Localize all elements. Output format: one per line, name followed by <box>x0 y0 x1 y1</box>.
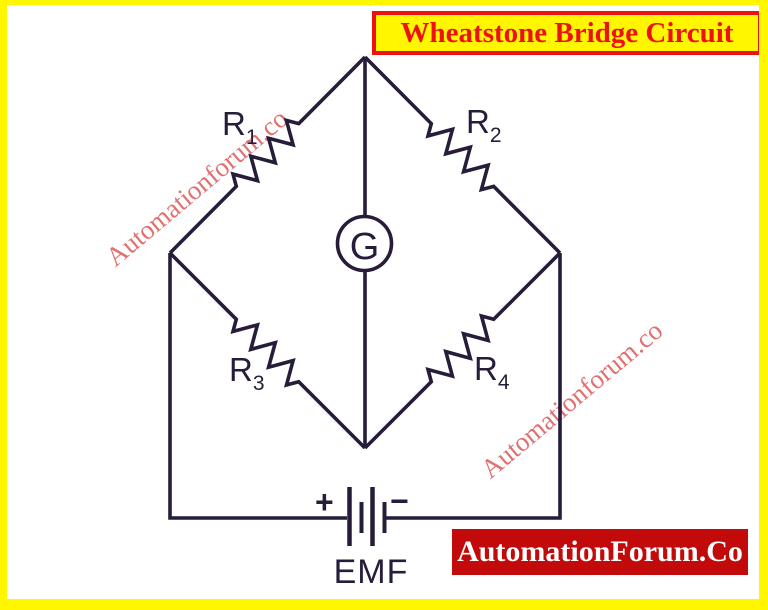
resistor-r1-arm <box>168 55 367 255</box>
battery-plus-sign: + <box>315 484 334 520</box>
brand-banner: AutomationForum.Co <box>452 529 748 575</box>
resistor-r1-label: R1 <box>222 105 258 149</box>
resistor-r3-label: R3 <box>229 351 265 395</box>
brand-banner-label: AutomationForum.Co <box>457 535 743 568</box>
resistor-r4-arm <box>363 251 562 450</box>
resistor-r2-arm <box>363 55 562 255</box>
title-box: Wheatstone Bridge Circuit <box>372 11 762 55</box>
left-loop-wire <box>168 253 347 520</box>
battery-minus-sign: − <box>390 483 409 519</box>
resistor-r3-arm <box>168 251 367 450</box>
galvanometer-circle <box>335 214 394 273</box>
resistor-r2-label: R2 <box>466 103 502 147</box>
right-loop-wire <box>386 253 562 520</box>
page-title: Wheatstone Bridge Circuit <box>400 16 734 49</box>
galvanometer-label: G <box>349 226 380 268</box>
emf-label: EMF <box>333 553 409 591</box>
resistor-r4-label: R4 <box>474 350 510 394</box>
